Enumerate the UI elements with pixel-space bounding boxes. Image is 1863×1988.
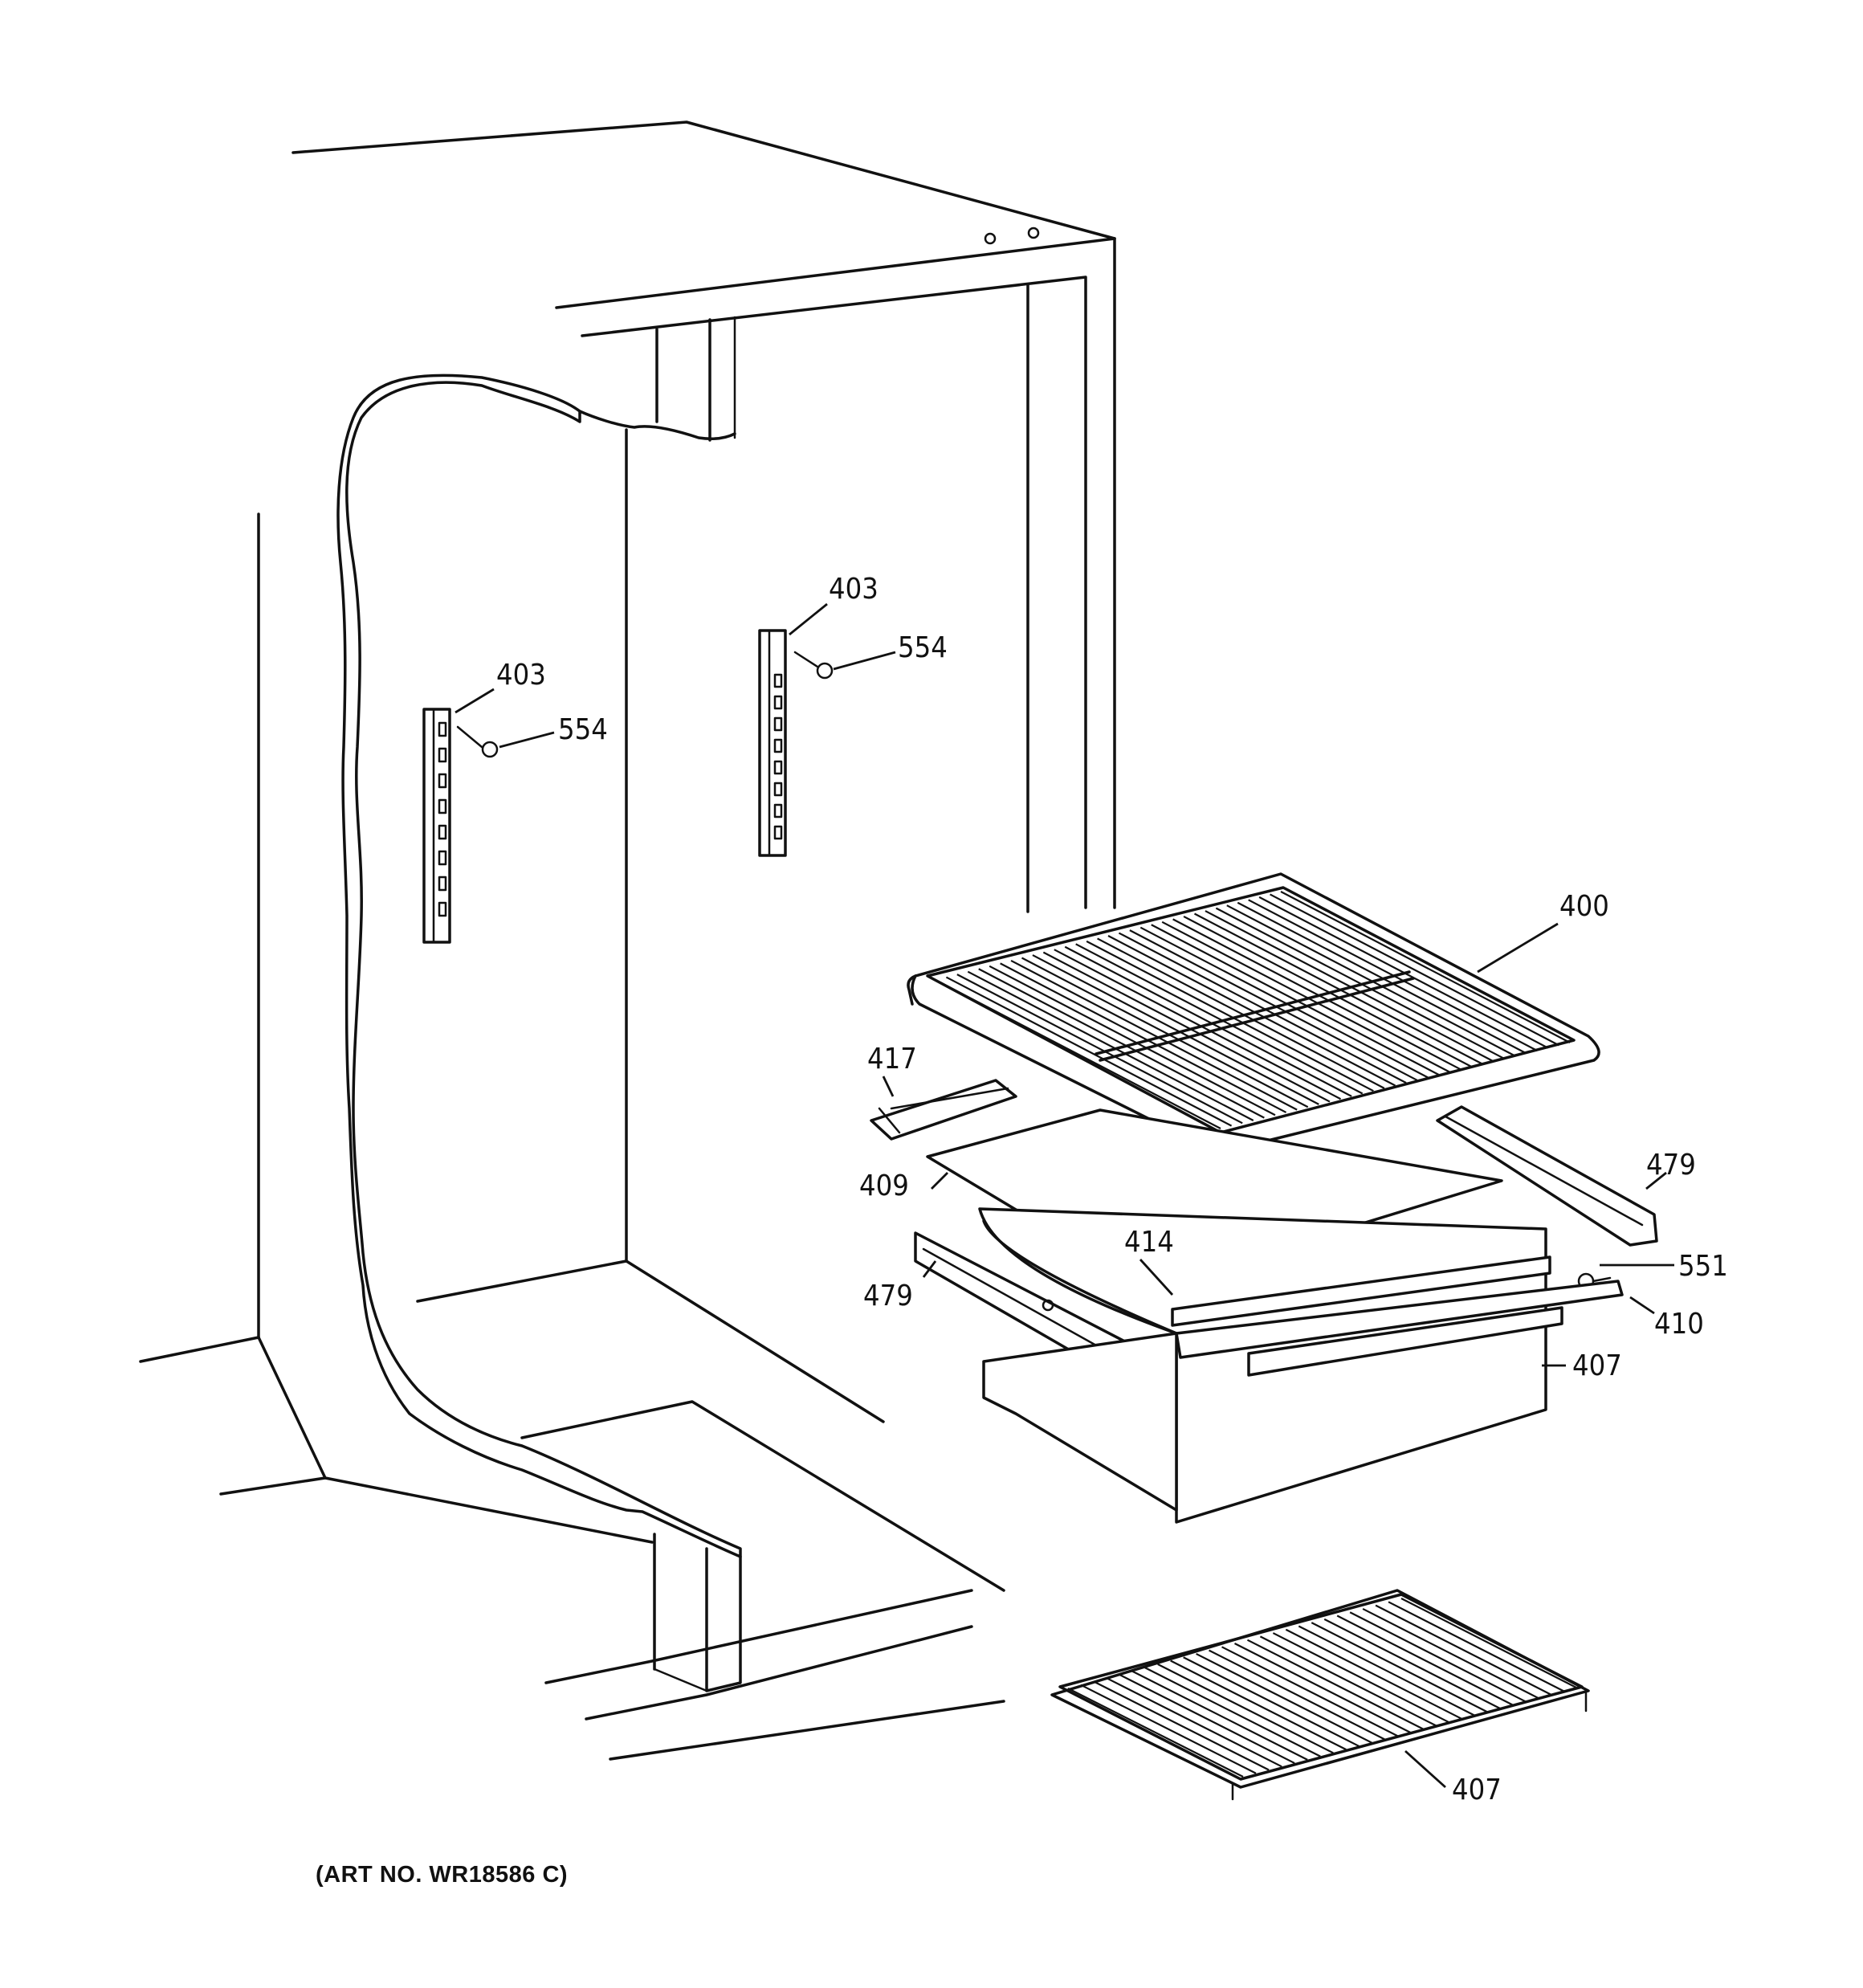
shelf-wire — [1129, 929, 1418, 1081]
shelf-wire — [935, 979, 1221, 1129]
shelf-wire — [1172, 918, 1461, 1071]
callout-409: 409 — [859, 1170, 909, 1202]
refrigerator-cabinet — [139, 120, 1116, 1761]
support-slot — [438, 798, 447, 814]
support-slot — [438, 721, 447, 737]
callout-400: 400 — [1559, 890, 1609, 923]
support-slot — [773, 738, 783, 753]
shelf-wire — [1144, 1667, 1321, 1757]
support-slot — [773, 825, 783, 840]
shelf-wire — [1107, 935, 1396, 1087]
shelf-wire — [1151, 924, 1440, 1076]
shelf-wire — [1183, 915, 1473, 1068]
shelf-wire — [1272, 1632, 1450, 1724]
shelf-wire — [1000, 962, 1287, 1113]
shelf-wire — [1032, 954, 1319, 1105]
callout-551: 551 — [1678, 1250, 1728, 1283]
support-slot — [773, 716, 783, 732]
support-slot — [773, 695, 783, 710]
shelf-wire — [978, 968, 1265, 1119]
shelf-wire — [1170, 1659, 1347, 1751]
shelf-wire — [956, 974, 1243, 1125]
shelf-wire — [1075, 943, 1364, 1095]
shelf-wire — [1054, 949, 1342, 1100]
shelf-wire — [1246, 1639, 1425, 1730]
callout-554-right: 554 — [898, 631, 948, 664]
leader-lines — [455, 602, 1674, 1789]
screw-left — [456, 725, 499, 758]
callout-403-left: 403 — [496, 659, 546, 692]
shelf-wire — [1259, 1635, 1437, 1727]
wire-shelf-407 — [1050, 1589, 1590, 1801]
shelf-wire — [1161, 921, 1450, 1073]
shelf-wire — [1080, 1684, 1257, 1774]
shelf-wire — [1193, 912, 1483, 1065]
shelf-wire — [945, 976, 1233, 1127]
shelf-wire — [1311, 1622, 1489, 1713]
shelf-wire — [1362, 1607, 1540, 1700]
callout-554-left: 554 — [558, 713, 608, 746]
support-slot — [773, 760, 783, 775]
shelf-wire — [1400, 1598, 1579, 1689]
support-slot — [438, 773, 447, 789]
support-slot — [438, 850, 447, 866]
shelf-wire — [1336, 1614, 1514, 1707]
shelf-wire — [1323, 1618, 1502, 1710]
shelf-wire — [1209, 1649, 1385, 1741]
support-slot — [773, 673, 783, 688]
shelf-wire — [1280, 891, 1571, 1043]
shelf-support-right — [758, 629, 787, 857]
shelf-wire — [1285, 1628, 1463, 1721]
shelf-wire — [1183, 1656, 1360, 1747]
shelf-wire — [1118, 932, 1407, 1084]
screw-right — [793, 651, 834, 680]
wire-shelf-400 — [907, 872, 1600, 1154]
shelf-wire — [989, 965, 1276, 1116]
shelf-wire — [1270, 893, 1559, 1047]
callout-407-shelf: 407 — [1452, 1774, 1502, 1806]
crisper-drawer — [978, 1207, 1624, 1524]
callout-labels: 403 554 403 554 400 417 479 409 414 551 … — [496, 573, 1728, 1806]
shelf-wire — [1139, 926, 1429, 1079]
support-slot — [438, 747, 447, 763]
shelf-wire — [1234, 1643, 1411, 1733]
callout-479-left: 479 — [863, 1280, 913, 1312]
callout-410: 410 — [1654, 1308, 1704, 1341]
shelf-wire — [1388, 1601, 1566, 1693]
shelf-wire — [1067, 1688, 1244, 1778]
shelf-wire — [1157, 1663, 1334, 1754]
shelf-wire — [1131, 1670, 1308, 1761]
drawer-slide-right — [1436, 1105, 1658, 1247]
shelf-wire — [967, 970, 1254, 1121]
shelf-wire — [1119, 1673, 1295, 1765]
callout-417: 417 — [867, 1043, 917, 1076]
shelf-wire — [1010, 959, 1298, 1111]
support-slot — [773, 782, 783, 797]
callout-479-right: 479 — [1646, 1149, 1696, 1182]
shelf-wire — [1086, 940, 1374, 1092]
callout-407-drawer: 407 — [1572, 1349, 1622, 1382]
shelf-wire — [1298, 1625, 1476, 1717]
shelf-support-left — [422, 708, 451, 944]
support-slot — [773, 803, 783, 818]
art-number-caption: (ART NO. WR18586 C) — [316, 1862, 569, 1888]
shelf-wire — [1093, 1680, 1270, 1771]
shelf-wire — [1042, 951, 1331, 1103]
shelf-wire — [1097, 937, 1385, 1089]
shelf-rail-417 — [870, 1079, 1017, 1141]
callout-414: 414 — [1124, 1226, 1174, 1259]
shelf-wire — [1021, 957, 1309, 1108]
shelf-wire — [1349, 1611, 1527, 1703]
shelf-wire — [1106, 1677, 1282, 1768]
shelf-wire — [1375, 1604, 1553, 1696]
support-slot — [438, 824, 447, 840]
shelf-wire — [1196, 1652, 1372, 1744]
support-slot — [438, 876, 447, 892]
callout-403-right: 403 — [829, 573, 879, 606]
shelf-wire — [1221, 1646, 1398, 1737]
shelf-wire — [1064, 945, 1352, 1097]
support-slot — [438, 901, 447, 917]
